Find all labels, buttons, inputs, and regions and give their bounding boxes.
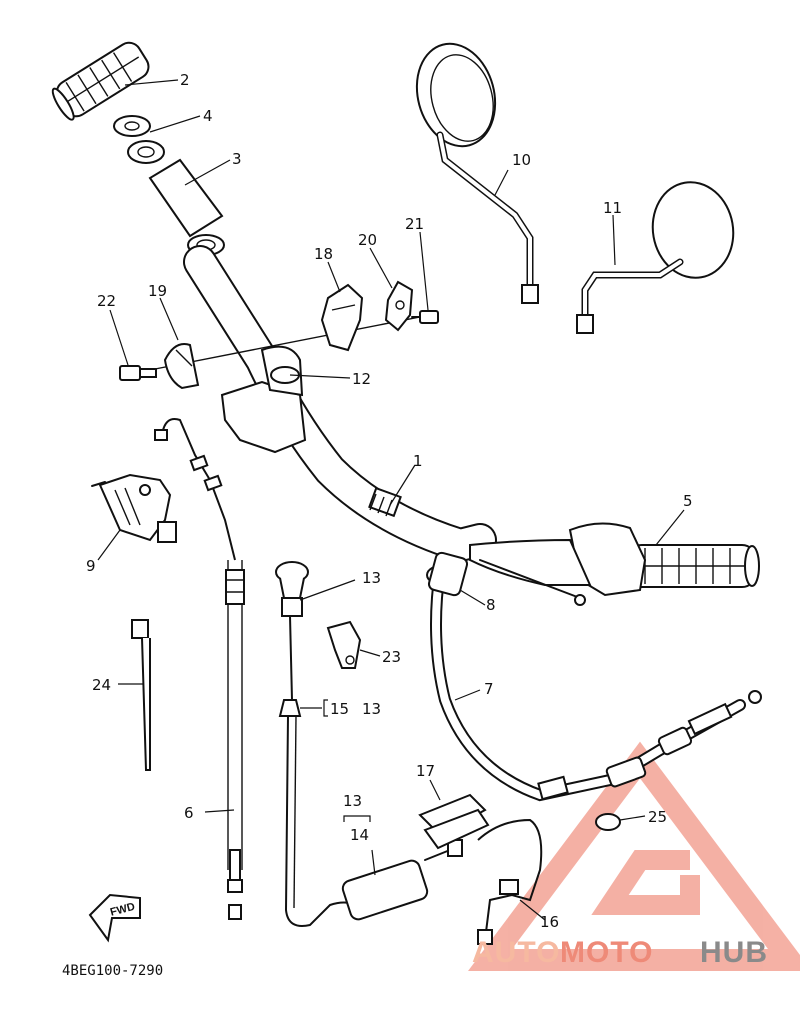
callout-3: 3 [232, 150, 242, 168]
callout-7: 7 [484, 680, 494, 698]
cable-boot-8 [427, 551, 469, 597]
callout-6: 6 [184, 804, 194, 822]
grip-end-washer [113, 115, 165, 164]
throttle-tube [148, 158, 225, 256]
leader-lines [97, 79, 685, 921]
callout-22: 22 [97, 292, 116, 310]
cable-guide-23 [326, 620, 362, 669]
watermark-auto: AUTO [472, 936, 560, 969]
cable-tie [131, 619, 151, 771]
callout-24: 24 [92, 676, 111, 694]
callout-4: 4 [203, 107, 213, 125]
callout-21: 21 [405, 215, 424, 233]
callout-2: 2 [180, 71, 190, 89]
callout-17: 17 [416, 762, 435, 780]
cable-adjuster-17 [418, 793, 490, 850]
callout-25: 25 [648, 808, 667, 826]
callout-5: 5 [683, 492, 693, 510]
right-clamp-18 [320, 283, 364, 352]
left-grip [51, 41, 150, 121]
callout-16: 16 [540, 913, 559, 931]
watermark-text: AUTO MOTO HUB [472, 936, 768, 969]
left-switch-housing [220, 345, 307, 454]
throttle-cable [154, 418, 245, 920]
clutch-lever-housing [469, 522, 647, 606]
callout-14: 14 [350, 826, 369, 844]
callout-13-bracket: 13 [362, 700, 381, 718]
callout-11: 11 [603, 199, 622, 217]
callout-1: 1 [413, 452, 423, 470]
screw-21 [411, 310, 439, 324]
callout-12: 12 [352, 370, 371, 388]
callout-20: 20 [358, 231, 377, 249]
clutch-cable [426, 564, 762, 802]
callout-18: 18 [314, 245, 333, 263]
left-clamp [163, 343, 200, 390]
callout-9: 9 [86, 557, 96, 575]
watermark-moto: MOTO [560, 936, 653, 969]
callout-8: 8 [486, 596, 496, 614]
callout-15: 15 [330, 700, 349, 718]
clamp-bolt-axis [149, 314, 431, 371]
callout-19: 19 [148, 282, 167, 300]
callout-23: 23 [382, 648, 401, 666]
callout-13-mid: 13 [343, 792, 362, 810]
brake-lever-holder [91, 473, 177, 543]
right-grip [627, 544, 760, 588]
cable-clip-25 [595, 813, 621, 831]
callout-10: 10 [512, 151, 531, 169]
cable-inner-14 [341, 839, 463, 921]
tacho-cable-assembly [275, 561, 356, 927]
bracket-20 [384, 280, 414, 332]
watermark-hub: HUB [700, 936, 768, 969]
sub-wire-16 [477, 818, 543, 945]
callout-13-top: 13 [362, 569, 381, 587]
right-mirror [576, 181, 735, 334]
callout-labels: 2 4 3 1 5 6 7 8 9 10 11 12 13 13 13 14 1… [86, 71, 693, 931]
clamp-bolt-22 [119, 365, 157, 381]
forward-direction-arrow: FWD [88, 893, 141, 943]
left-mirror [415, 42, 539, 304]
diagram-code: 4BEG100-7290 [62, 963, 163, 979]
automotohub-logo [468, 741, 800, 971]
